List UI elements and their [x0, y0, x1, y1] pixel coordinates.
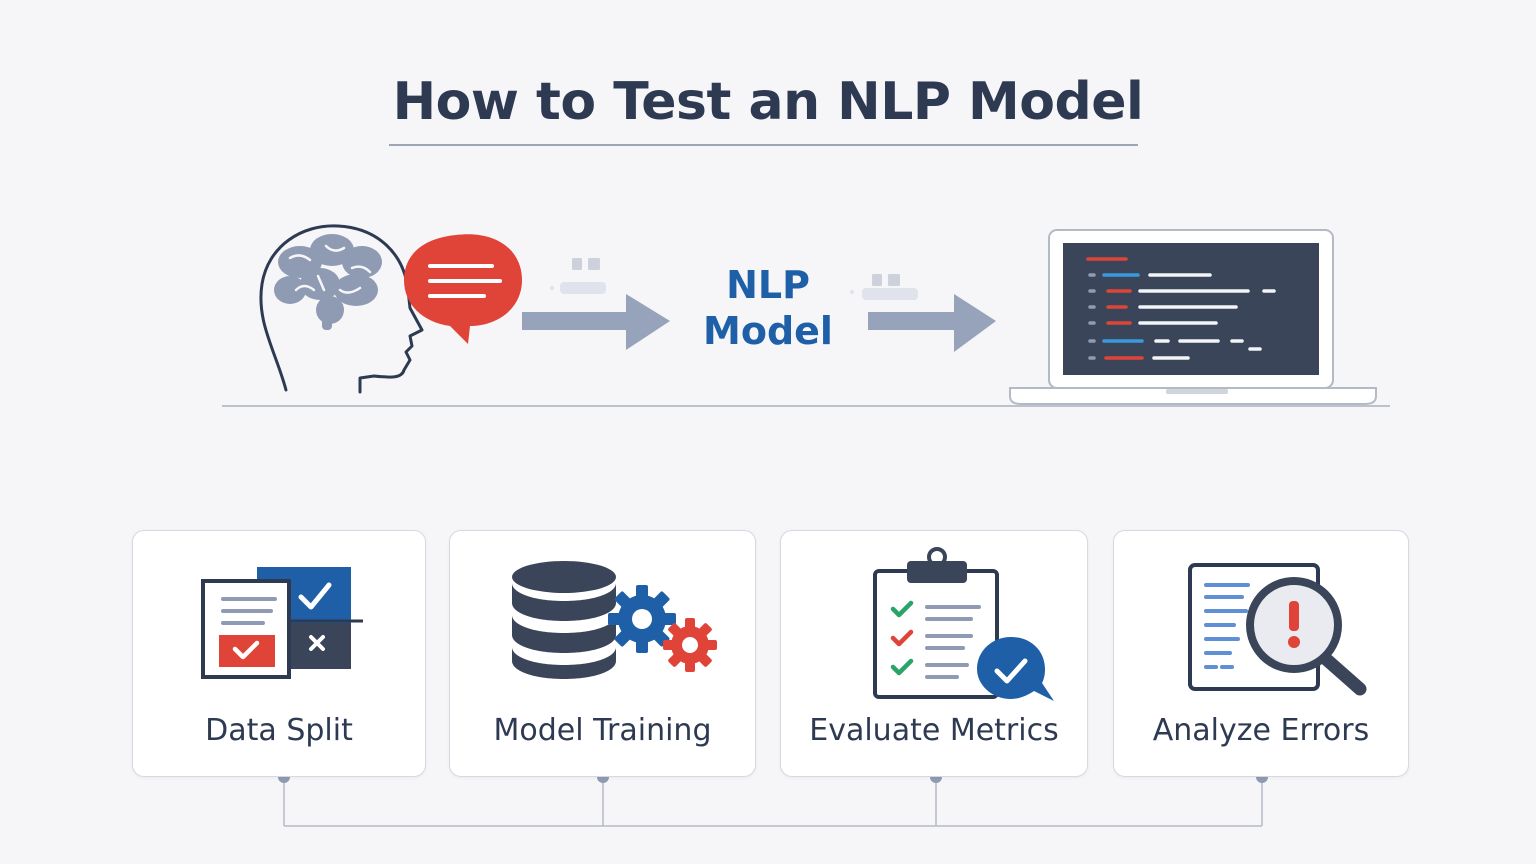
token-icon	[850, 274, 918, 300]
arrow-right-icon	[868, 294, 996, 352]
step-card-evaluate-metrics: Evaluate Metrics	[780, 530, 1088, 777]
step-card-model-training: Model Training	[449, 530, 756, 777]
step-card-data-split: Data Split	[132, 530, 426, 777]
nlp-model-label-line1: NLP	[726, 263, 810, 307]
arrow-right-icon	[522, 294, 670, 350]
title-underline	[389, 144, 1138, 146]
data-split-icon	[201, 567, 363, 679]
speech-bubble-icon	[404, 234, 522, 344]
step-label: Data Split	[205, 713, 353, 748]
database-gears-icon	[512, 561, 717, 679]
page-title: How to Test an NLP Model	[392, 72, 1144, 132]
step-label: Analyze Errors	[1152, 713, 1370, 748]
clipboard-checklist-icon	[873, 547, 1054, 701]
head-brain-icon	[259, 224, 424, 394]
laptop-code-icon	[1009, 229, 1377, 405]
magnifier-error-icon	[1188, 563, 1367, 696]
step-card-analyze-errors: Analyze Errors	[1113, 530, 1409, 777]
step-label: Evaluate Metrics	[809, 713, 1059, 748]
step-connector	[283, 777, 1263, 827]
nlp-model-label-line2: Model	[703, 309, 833, 353]
token-icon	[550, 258, 606, 294]
step-label: Model Training	[493, 713, 712, 748]
nlp-model-label: NLP Model	[668, 262, 868, 354]
